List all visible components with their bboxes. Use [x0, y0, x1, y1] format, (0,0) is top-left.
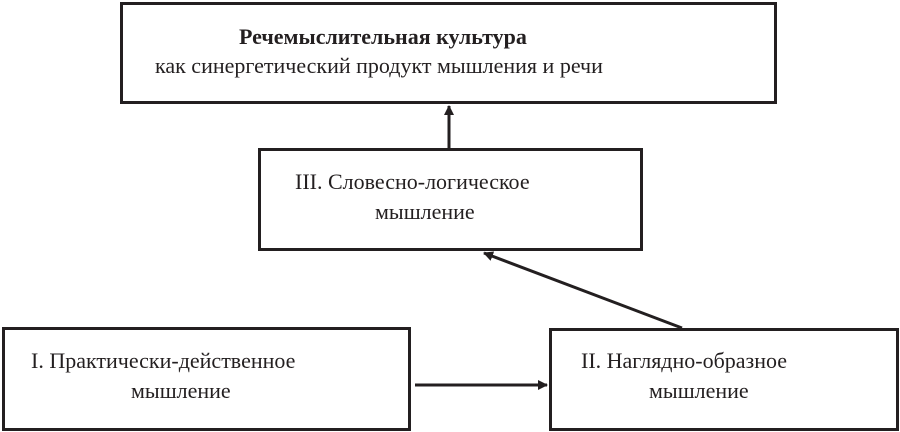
stage-2-box: II. Наглядно-образное мышление	[549, 328, 899, 431]
stage-2-label-line2: мышление	[649, 378, 749, 403]
stage-1-box: I. Практически-действенное мышление	[2, 327, 411, 431]
top-box-subtitle: как синергетический продукт мышления и р…	[155, 53, 603, 78]
stage-3-box: III. Словесно-логическое мышление	[258, 148, 643, 251]
arrow-stage2-to-stage3	[483, 251, 683, 330]
stage-1-label-line1: I. Практически-действенное	[31, 348, 296, 373]
stage-2-label-line1: II. Наглядно-образное	[581, 348, 788, 373]
top-box-speech-thinking-culture: Речемыслительная культура как синергетич…	[120, 2, 777, 104]
stage-3-label-line2: мышление	[375, 199, 475, 224]
top-box-title: Речемыслительная культура	[239, 24, 527, 49]
stage-1-label-line2: мышление	[131, 378, 231, 403]
stage-3-label-line1: III. Словесно-логическое	[295, 169, 530, 194]
